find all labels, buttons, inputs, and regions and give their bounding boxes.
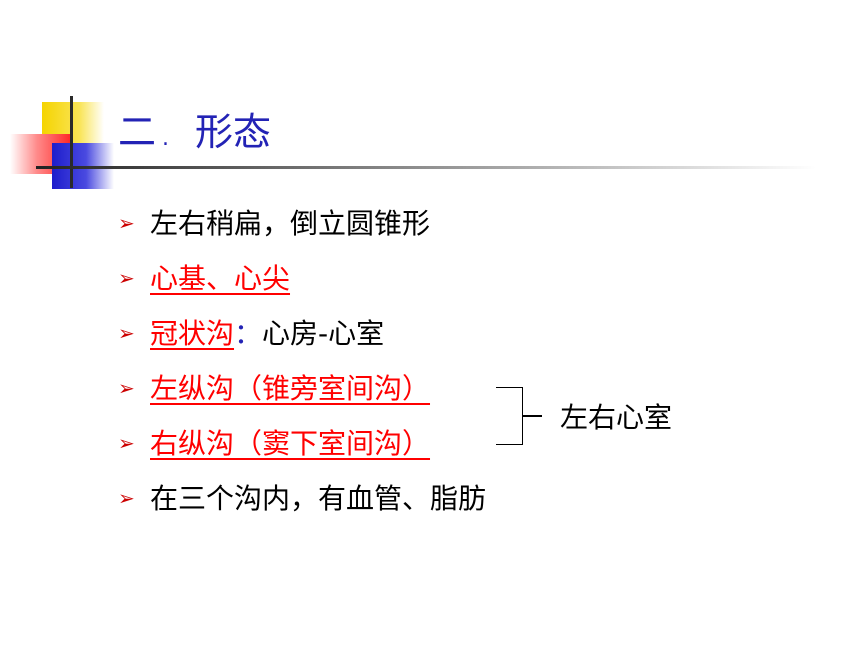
arrow-bullet-icon: ➢ — [118, 431, 135, 455]
arrow-bullet-icon: ➢ — [118, 376, 135, 400]
title-dot: . — [162, 126, 170, 151]
bullet-item: ➢ 心基、心尖 — [118, 251, 486, 306]
bullet-text: 左右稍扁，倒立圆锥形 — [150, 207, 431, 240]
bullet-item: ➢ 冠状沟：心房-心室 — [118, 306, 486, 361]
bullet-colon: ： — [234, 317, 263, 350]
title-number: 二 — [118, 110, 157, 154]
bullet-text: 心房-心室 — [262, 317, 385, 350]
bracket-label: 左右心室 — [560, 401, 673, 434]
bullet-text-highlight: 冠状沟 — [150, 317, 235, 350]
arrow-bullet-icon: ➢ — [118, 486, 135, 510]
arrow-bullet-icon: ➢ — [118, 321, 135, 345]
slide-title: 二. 形态 — [118, 106, 271, 165]
decor-horizontal-rule — [36, 166, 816, 169]
decor-vertical-line — [70, 96, 73, 188]
bullet-item: ➢ 左右稍扁，倒立圆锥形 — [118, 196, 486, 251]
brace-bracket — [496, 387, 523, 445]
bullet-item: ➢ 右纵沟（窦下室间沟） — [118, 416, 486, 471]
arrow-bullet-icon: ➢ — [118, 211, 135, 235]
bullet-text-highlight: 左纵沟（锥旁室间沟） — [150, 372, 431, 405]
bullet-text-highlight: 心基、心尖 — [150, 262, 291, 295]
title-text: 形态 — [195, 110, 272, 154]
bullet-item: ➢ 左纵沟（锥旁室间沟） — [118, 361, 486, 416]
brace-tick — [522, 415, 542, 417]
bullet-text-highlight: 右纵沟（窦下室间沟） — [150, 427, 431, 460]
arrow-bullet-icon: ➢ — [118, 266, 135, 290]
bullet-item: ➢ 在三个沟内，有血管、脂肪 — [118, 471, 486, 526]
bullet-list: ➢ 左右稍扁，倒立圆锥形 ➢ 心基、心尖 ➢ 冠状沟：心房-心室 ➢ 左纵沟（锥… — [118, 196, 486, 526]
bullet-text: 在三个沟内，有血管、脂肪 — [150, 482, 487, 515]
